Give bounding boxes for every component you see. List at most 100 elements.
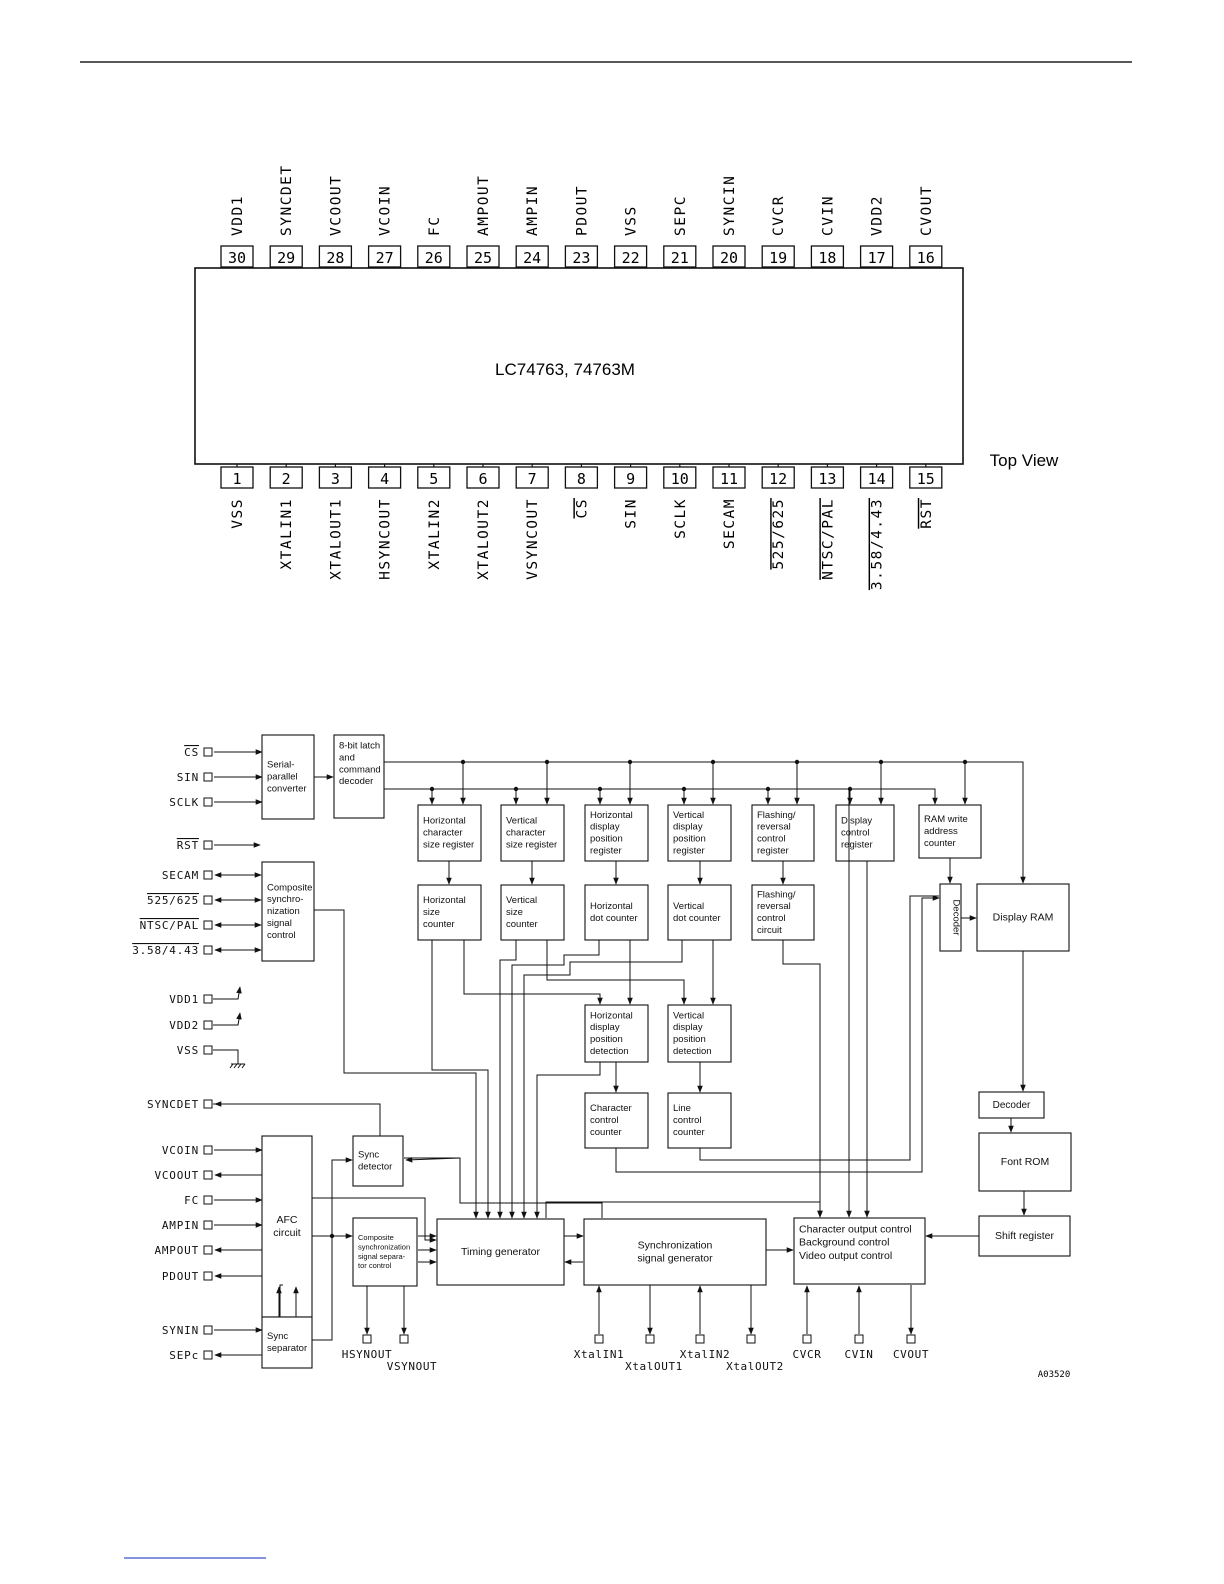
pin-name: VCOOUT — [328, 175, 344, 236]
char-to-decoder — [615, 895, 940, 1173]
block-label-line: Vertical — [506, 816, 537, 827]
bottom-pin-row: 1VSS2XTALIN13XTALOUT14HSYNCOUT5XTALIN26X… — [220, 464, 943, 590]
block-label-line: Flashing/ — [757, 889, 796, 900]
pin-label: VCOOUT — [154, 1169, 199, 1182]
pin-label: XtalOUT2 — [726, 1360, 784, 1373]
pin-terminal — [203, 1350, 213, 1360]
pin-number-box — [663, 245, 697, 268]
block-label-line: Display — [841, 816, 872, 827]
pin-name: XTALIN2 — [427, 498, 443, 570]
block-label-line: Composite — [267, 882, 312, 893]
pin-terminal — [203, 945, 213, 955]
pin-name: CVOUT — [919, 185, 935, 236]
pin-name: NTSC/PAL — [820, 498, 836, 580]
pin-label: RST — [177, 839, 199, 852]
block-decoder2: Decoder — [978, 1091, 1045, 1119]
block-frame — [261, 861, 315, 962]
pin-terminal — [746, 1334, 756, 1344]
block-frame — [584, 884, 649, 941]
hdot-to-timing — [509, 940, 600, 1219]
pin-name: SCLK — [673, 498, 689, 539]
bottom-pin-8: 8CS — [564, 464, 599, 518]
syncsep-up — [279, 1284, 283, 1317]
pin-sin: SIN — [177, 771, 263, 784]
pinout-diagram: LC74763, 74763M Top View 30VDD129SYNCDET… — [194, 164, 1059, 590]
block-label-line: position — [590, 834, 623, 845]
pin-number-box — [761, 245, 795, 268]
hdet-to-timing — [534, 1062, 601, 1219]
pin-name: HSYNCOUT — [378, 498, 394, 580]
block-label-line: decoder — [339, 776, 373, 787]
pin-number: 20 — [720, 249, 738, 267]
block-label-line: parallel — [267, 772, 298, 783]
pin-label: AMPOUT — [154, 1244, 199, 1257]
pin-number-box — [515, 466, 549, 489]
pin-number-box — [269, 466, 303, 489]
pin-number: 5 — [429, 470, 438, 488]
pin-number: 25 — [474, 249, 492, 267]
block-frame — [978, 1132, 1072, 1192]
sep-to-syncdet — [331, 1157, 353, 1236]
pin-cvcr: CVCR — [793, 1285, 821, 1361]
chip-body — [194, 267, 964, 465]
block-label-line: detection — [590, 1046, 629, 1057]
block-label-line: counter — [506, 919, 538, 930]
pin-name: AMPIN — [525, 185, 541, 236]
reference-code: A03520 — [1038, 1370, 1071, 1380]
block-label-line: Font ROM — [1001, 1156, 1049, 1168]
pin-terminal — [203, 1145, 213, 1155]
pin-number-box — [515, 245, 549, 268]
pin-number: 6 — [478, 470, 487, 488]
block-frame — [333, 734, 385, 819]
pin-label: 3.58/4.43 — [132, 944, 199, 957]
bottom-pin-14: 143.58/4.43 — [859, 464, 894, 590]
block-frame — [835, 804, 895, 862]
pin-label: SECAM — [162, 869, 199, 882]
pin-label: AMPIN — [162, 1219, 199, 1232]
pin-number-box — [466, 245, 500, 268]
ssg-to-syncdet — [405, 1156, 461, 1163]
pin-number-box — [613, 466, 648, 489]
pin-number: 8 — [577, 470, 586, 488]
pin-number-box — [417, 466, 451, 489]
block-label-line: Horizontal — [423, 816, 466, 827]
block-label-line: counter — [673, 1127, 705, 1138]
block-label-line: control — [757, 913, 786, 924]
pin-number: 18 — [818, 249, 836, 267]
pin-number: 7 — [528, 470, 537, 488]
block-label-line: size register — [506, 839, 557, 850]
block-fontrom: Font ROM — [978, 1132, 1072, 1192]
block-frame — [261, 1135, 313, 1318]
block-label-line: Sync — [358, 1150, 379, 1161]
pin-terminal — [695, 1334, 705, 1344]
block-label-line: signal generator — [637, 1252, 713, 1264]
pin-number-box — [909, 466, 943, 489]
block-label-line: Composite — [358, 1233, 394, 1242]
pin-number: 16 — [917, 249, 935, 267]
block-frame — [417, 884, 482, 941]
data-bus — [384, 761, 1026, 884]
block-label-line: size — [423, 907, 440, 918]
vdot-to-timing — [521, 940, 683, 1219]
block-label: Decoder — [951, 900, 962, 936]
pin-number-box — [712, 245, 746, 268]
block-label-line: position — [673, 1034, 706, 1045]
pin-number-box — [761, 466, 795, 489]
block-label-line: address — [924, 826, 958, 837]
block-label-line: signal — [267, 918, 292, 929]
